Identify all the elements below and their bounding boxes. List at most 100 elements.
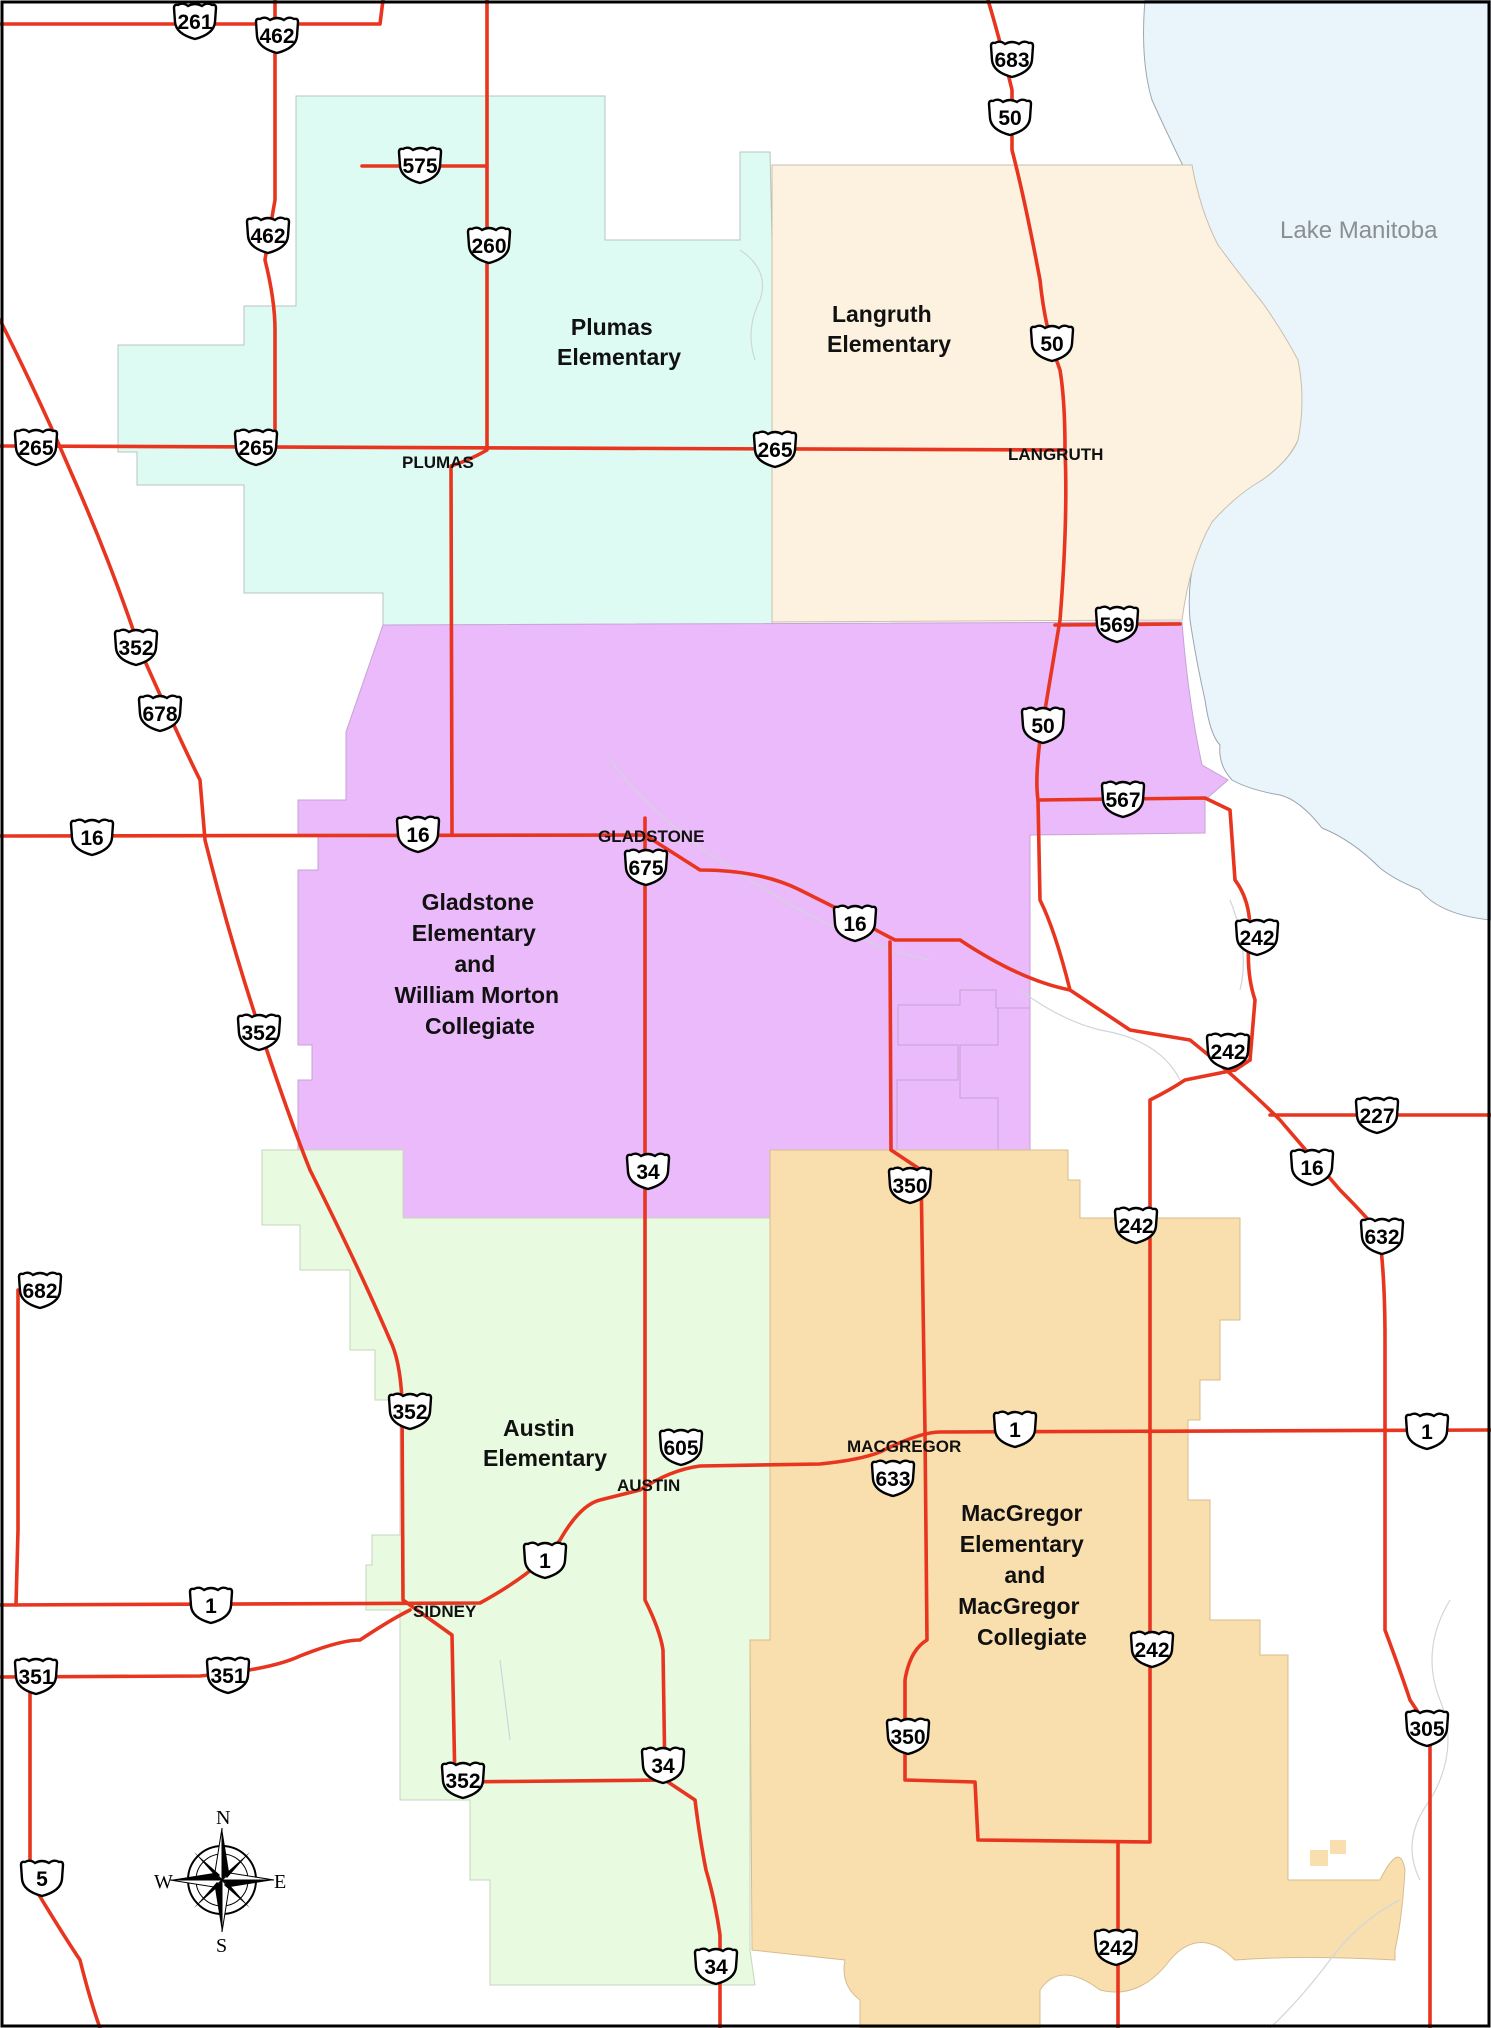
highway-shield-label: 265 [757, 439, 792, 462]
zone-label-langruth: Langruth Elementary [827, 301, 951, 357]
highway-shield-label: 352 [445, 1770, 480, 1793]
zone-langruth-shape [771, 164, 1303, 623]
highway-shield-label: 50 [998, 107, 1021, 130]
highway-shield-5: 5 [19, 1859, 65, 1898]
highway-shield-1: 1 [1404, 1412, 1450, 1451]
highway-shield-label: 242 [1134, 1639, 1169, 1662]
highway-shield-16: 16 [69, 818, 115, 857]
highway-shield-label: 352 [118, 637, 153, 660]
highway-shield-1: 1 [522, 1541, 568, 1580]
highway-shield-16: 16 [395, 815, 441, 854]
highway-shield-462: 462 [254, 16, 300, 55]
town-macgregor: MACGREGOR [847, 1437, 961, 1456]
town-sidney: SIDNEY [413, 1602, 477, 1621]
compass-west: W [154, 1871, 173, 1893]
highway-shield-227: 227 [1354, 1096, 1400, 1135]
highway-shield-label: 242 [1239, 927, 1274, 950]
highway-shield-261: 261 [172, 2, 218, 41]
lake-label: Lake Manitoba [1280, 217, 1438, 244]
town-plumas: PLUMAS [402, 453, 474, 472]
zone-austin-shape [261, 1149, 771, 1986]
highway-shield-242: 242 [1234, 918, 1280, 957]
highway-shield-label: 352 [392, 1401, 427, 1424]
highway-shield-label: 265 [18, 437, 53, 460]
zone-label-austin: Austin Elementary [483, 1415, 607, 1471]
highway-shield-265: 265 [752, 430, 798, 469]
highway-shield-label: 1 [1421, 1421, 1433, 1444]
highway-shield-label: 1 [205, 1595, 217, 1618]
highway-shield-label: 569 [1099, 614, 1134, 637]
zone-labels: Plumas Elementary Langruth Elementary Gl… [394, 301, 1090, 1650]
highway-shield-352: 352 [387, 1392, 433, 1431]
town-gladstone: GLADSTONE [598, 827, 704, 846]
highway-shield-34: 34 [625, 1152, 671, 1191]
zone-label-macgregor: MacGregor Elementary and MacGregor Colle… [958, 1500, 1090, 1650]
highway-shield-351: 351 [205, 1656, 251, 1695]
highway-shield-50: 50 [987, 98, 1033, 137]
highway-shield-352: 352 [236, 1013, 282, 1052]
highway-shield-label: 350 [892, 1175, 927, 1198]
highway-shield-633: 633 [870, 1459, 916, 1498]
highway-shield-label: 632 [1364, 1226, 1399, 1249]
highway-shield-462: 462 [245, 216, 291, 255]
highway-shield-label: 242 [1118, 1215, 1153, 1238]
highway-shield-242: 242 [1129, 1630, 1175, 1669]
highway-shield-16: 16 [832, 904, 878, 943]
highway-shield-605: 605 [658, 1428, 704, 1467]
macgregor-exclave-2 [1330, 1840, 1346, 1854]
highway-shield-34: 34 [693, 1947, 739, 1986]
highway-shield-label: 462 [250, 225, 285, 248]
highway-shield-label: 16 [406, 824, 429, 847]
highway-shield-label: 34 [704, 1956, 728, 1979]
highway-shield-575: 575 [397, 146, 443, 185]
highway-shield-265: 265 [13, 428, 59, 467]
zone-macgregor-shape [749, 1149, 1406, 2028]
highway-shield-label: 50 [1040, 333, 1063, 356]
highway-shield-label: 242 [1210, 1041, 1245, 1064]
highway-shield-label: 16 [843, 913, 866, 936]
highway-shield-678: 678 [137, 694, 183, 733]
highway-shield-label: 50 [1031, 715, 1054, 738]
highway-shield-242: 242 [1205, 1032, 1251, 1071]
compass-north: N [216, 1807, 230, 1829]
town-langruth: LANGRUTH [1008, 445, 1103, 464]
highway-shield-label: 351 [18, 1666, 53, 1689]
highway-shield-242: 242 [1113, 1206, 1159, 1245]
highway-shield-569: 569 [1094, 605, 1140, 644]
compass-rose: N S E W [154, 1807, 286, 1957]
highway-shield-label: 633 [875, 1468, 910, 1491]
zone-label-gladstone: Gladstone Elementary and William Morton … [394, 889, 565, 1039]
highway-shield-label: 16 [80, 827, 103, 850]
highway-shield-label: 682 [22, 1280, 57, 1303]
highway-shield-351: 351 [13, 1657, 59, 1696]
highway-shield-242: 242 [1093, 1928, 1139, 1967]
compass-south: S [216, 1935, 227, 1957]
highway-shield-50: 50 [1029, 324, 1075, 363]
highway-shield-50: 50 [1020, 706, 1066, 745]
highway-shield-34: 34 [640, 1746, 686, 1785]
highway-shield-label: 265 [238, 437, 273, 460]
highway-shield-label: 34 [651, 1755, 675, 1778]
highway-shield-label: 678 [142, 703, 177, 726]
highway-shield-label: 227 [1359, 1105, 1394, 1128]
waterways [499, 249, 1451, 2028]
highway-shield-label: 352 [241, 1022, 276, 1045]
highway-shield-label: 675 [628, 857, 663, 880]
highway-shield-label: 305 [1409, 1718, 1444, 1741]
highway-shield-682: 682 [17, 1271, 63, 1310]
highway-shield-label: 261 [177, 11, 212, 34]
macgregor-exclave-1 [1310, 1850, 1328, 1866]
highway-shield-label: 1 [539, 1550, 551, 1573]
highway-shield-label: 34 [636, 1161, 660, 1184]
highway-shield-label: 5 [36, 1868, 48, 1891]
highway-shield-352: 352 [113, 628, 159, 667]
highway-shield-label: 242 [1098, 1937, 1133, 1960]
highway-shield-label: 351 [210, 1665, 245, 1688]
highway-shield-632: 632 [1359, 1217, 1405, 1256]
highway-shield-label: 462 [259, 25, 294, 48]
highway-shield-675: 675 [623, 848, 669, 887]
highway-shield-label: 683 [994, 49, 1029, 72]
highway-shield-label: 605 [663, 1437, 698, 1460]
